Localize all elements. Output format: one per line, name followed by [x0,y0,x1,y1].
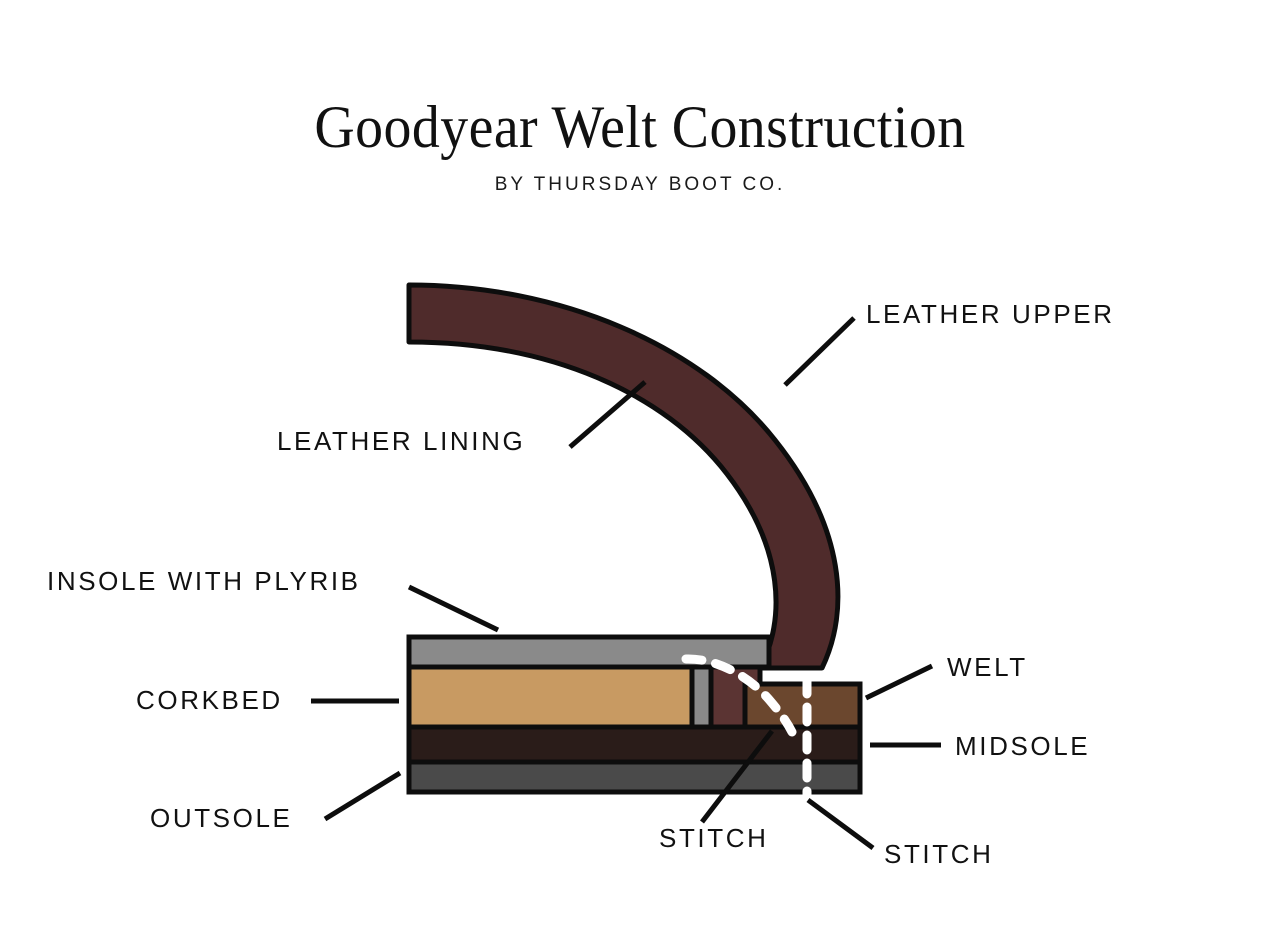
leader-stitch-welt [700,729,774,824]
label-insole-with-plyrib: INSOLE WITH PLYRIB [47,566,361,596]
page-subtitle: BY THURSDAY BOOT CO. [494,174,786,195]
outsole-layer [406,759,863,795]
label-stitch-outsole: STITCH [884,839,993,869]
page-title: Goodyear Welt Construction [314,94,966,160]
leather-lining-inner-edge [408,340,779,669]
label-welt: WELT [947,652,1028,682]
label-stitch-welt: STITCH [659,823,768,853]
label-outsole: OUTSOLE [150,803,292,833]
labels-group: LEATHER UPPER LEATHER LINING INSOLE WITH… [47,299,1115,869]
leather-upper-shape [406,282,841,671]
label-midsole: MIDSOLE [955,731,1090,761]
label-leather-lining: LEATHER LINING [277,426,525,456]
midsole-layer [406,724,863,765]
stitch-inseam-group [681,654,797,737]
leader-stitch-outsole [806,797,875,851]
sole-stack-group [406,634,863,795]
leader-outsole [323,770,402,822]
leader-insole-with-plyrib [407,584,500,633]
corkbed-layer [406,664,695,730]
insole-layer [406,634,772,670]
plyrib-layer [689,664,714,730]
leather-upper-group [406,282,841,671]
label-corkbed: CORKBED [136,685,283,715]
leader-welt [864,663,934,701]
leader-leather-lining [568,380,647,449]
title-block: Goodyear Welt Construction BY THURSDAY B… [0,92,1280,196]
stitch-inseam-curve [681,654,797,737]
leader-leather-upper [783,316,856,387]
label-leather-upper: LEATHER UPPER [866,299,1115,329]
leader-lines-group [311,316,941,851]
